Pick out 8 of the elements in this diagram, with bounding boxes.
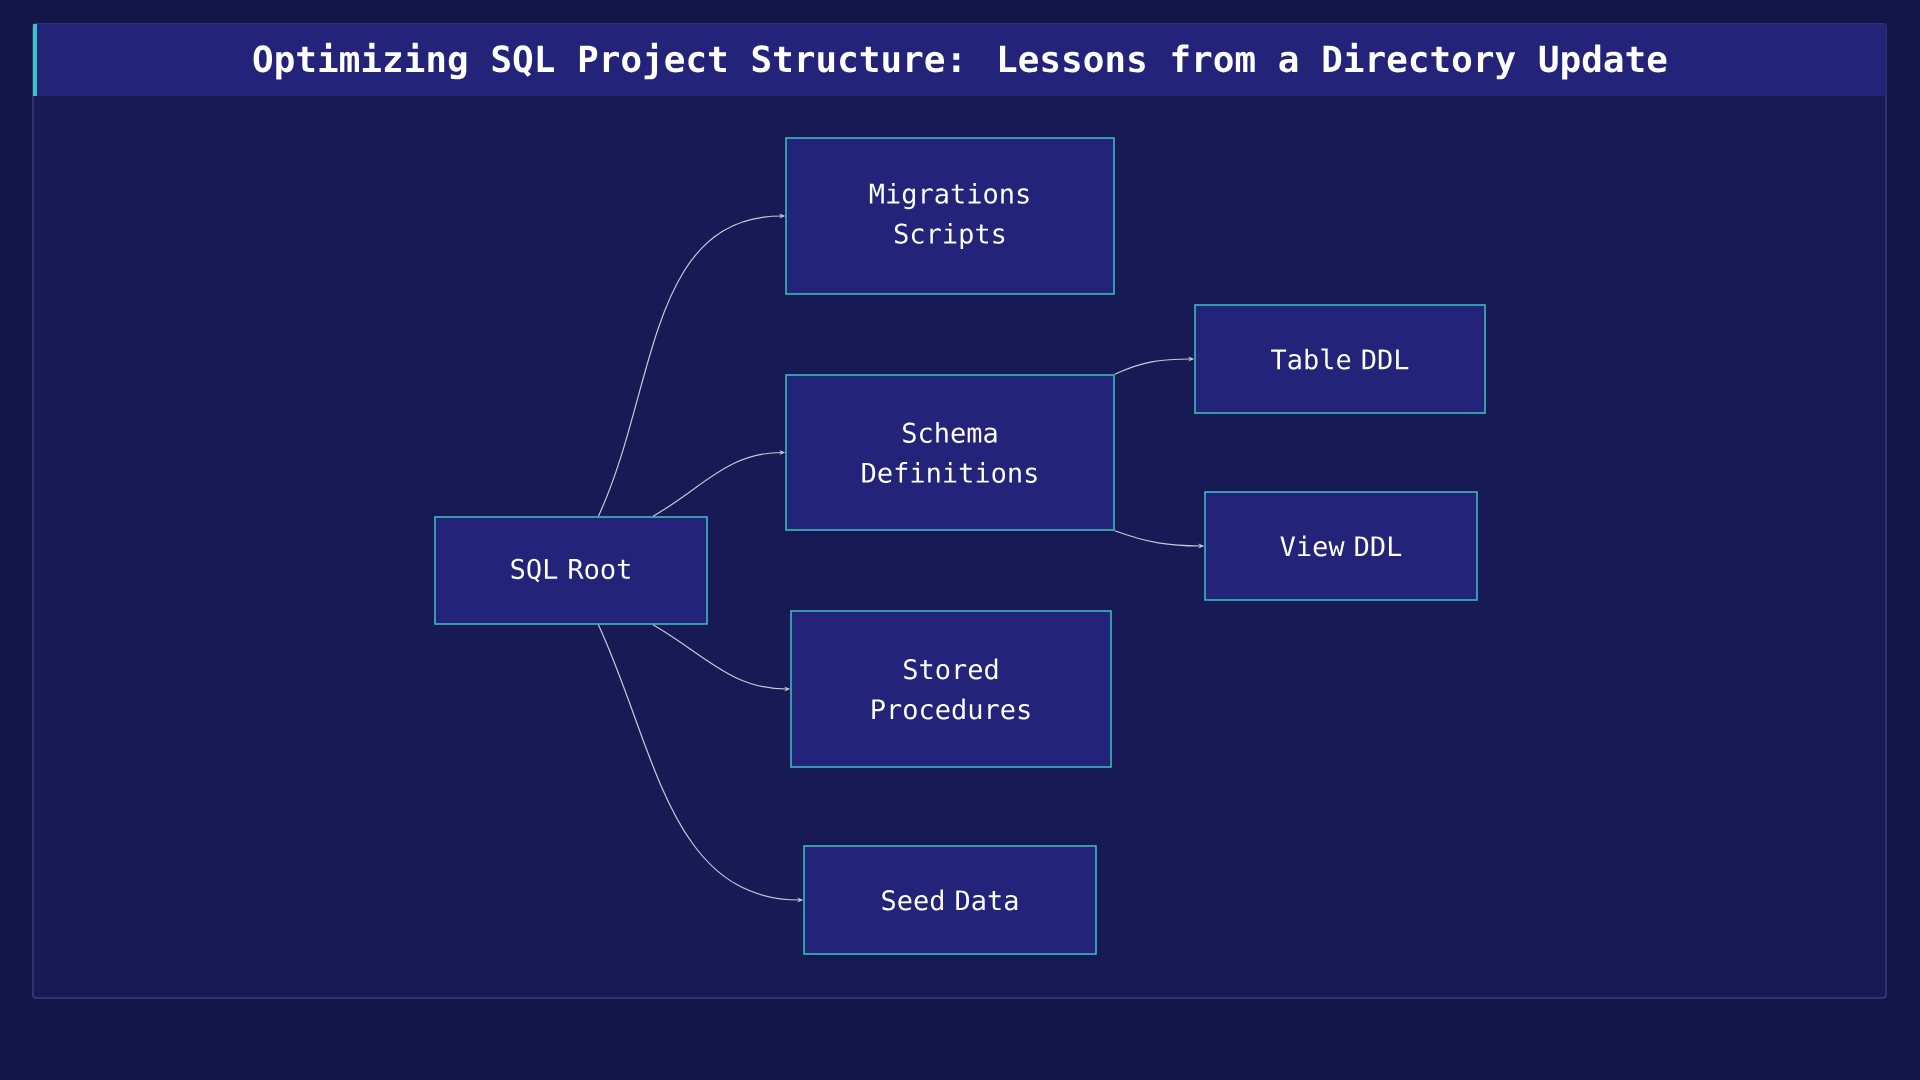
folder-box: SQL Root <box>434 516 708 625</box>
folder-box: View DDL <box>1204 491 1478 601</box>
folder-box: Schema Definitions <box>785 374 1115 531</box>
title-bar: Optimizing SQL Project Structure: Lessons from a Directory Update <box>33 24 1886 96</box>
folder-box: Stored Procedures <box>790 610 1112 768</box>
folder-box: Migrations Scripts <box>785 137 1115 295</box>
folder-box: Seed Data <box>803 845 1097 955</box>
folder-box: Table DDL <box>1194 304 1486 414</box>
